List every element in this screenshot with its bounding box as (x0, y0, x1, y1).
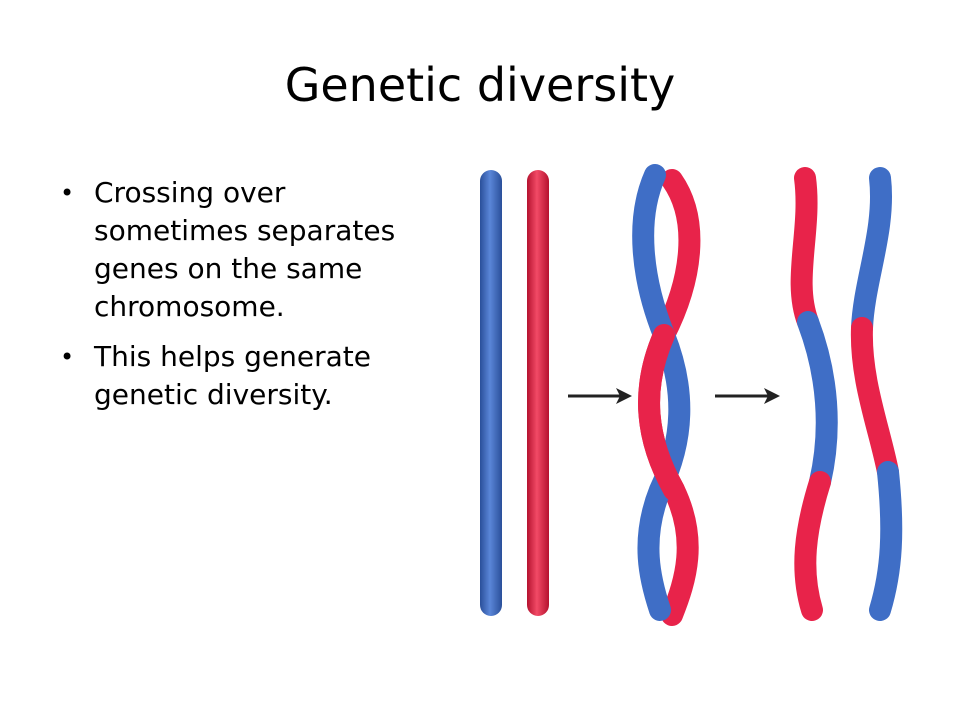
arrow-right-icon (715, 388, 780, 404)
recombinant-chromosome-1 (790, 167, 838, 621)
crossing-over-diagram (480, 164, 903, 626)
red-chromosome (527, 170, 549, 616)
bullet-text: Crossing over sometimes separates genes … (94, 176, 396, 323)
blue-chromatid-twisted (632, 164, 691, 621)
red-overlap-segment (638, 324, 685, 501)
slide-title: Genetic diversity (284, 58, 676, 112)
bullet-item: • Crossing over sometimes separates gene… (58, 174, 428, 326)
bullet-item: • This helps generate genetic diversity. (58, 338, 428, 414)
bullet-icon: • (60, 179, 75, 207)
recombinant-chromosome-2 (850, 167, 903, 621)
bullet-icon: • (60, 343, 75, 371)
bullet-text: This helps generate genetic diversity. (94, 340, 371, 411)
bullet-list: • Crossing over sometimes separates gene… (58, 174, 428, 426)
twisted-chromosome-pair (632, 164, 701, 626)
blue-chromosome (480, 170, 502, 616)
arrow-right-icon (568, 388, 632, 404)
